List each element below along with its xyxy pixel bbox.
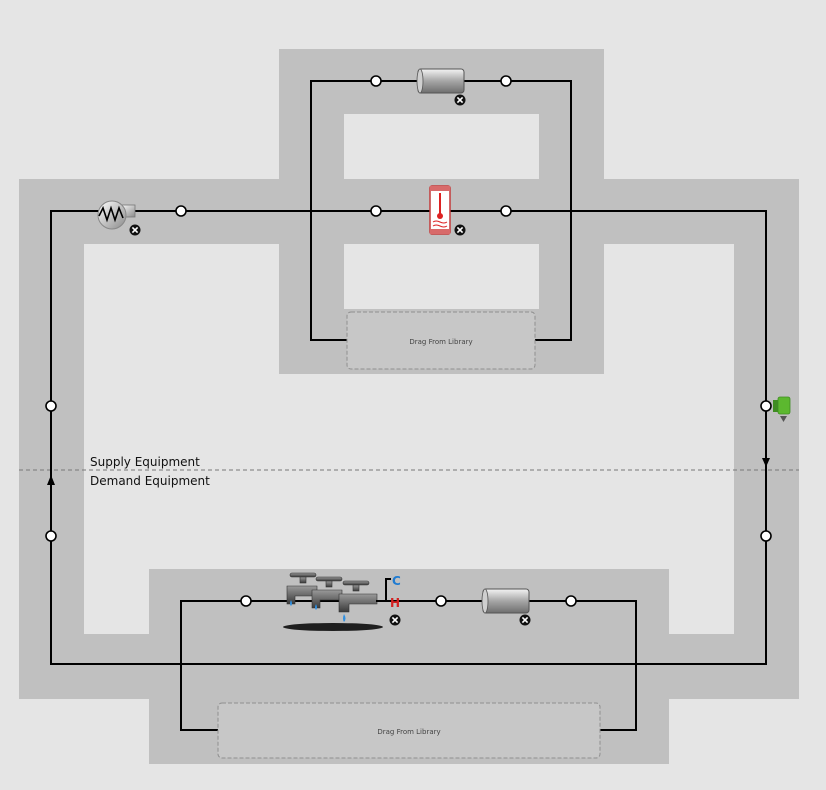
- svg-text:H: H: [390, 596, 400, 610]
- demand-bottom-band: [19, 634, 799, 699]
- node[interactable]: [370, 75, 382, 87]
- supply-drop-zone-label: Drag From Library: [409, 338, 472, 346]
- remove-water-heater-icon[interactable]: [453, 223, 467, 237]
- node[interactable]: [240, 595, 252, 607]
- demand-pipe-icon[interactable]: [481, 588, 530, 614]
- main-loop-pipe: [50, 210, 767, 665]
- demand-upper-branch-pipe: [180, 600, 637, 664]
- node[interactable]: [370, 205, 382, 217]
- demand-equipment-label: Demand Equipment: [90, 474, 210, 488]
- node[interactable]: [45, 530, 57, 542]
- remove-demand-pipe-icon[interactable]: [518, 613, 532, 627]
- nodes: [45, 75, 772, 607]
- cold-hot-connector-icon: C H: [376, 574, 401, 610]
- faucet-icon[interactable]: [283, 572, 383, 631]
- remove-supply-pipe-icon[interactable]: [453, 93, 467, 107]
- supply-equipment-label: Supply Equipment: [90, 455, 200, 469]
- setpoint-manager-icon[interactable]: [773, 396, 791, 422]
- svg-text:C: C: [392, 574, 401, 588]
- flow-down-arrow-icon: [762, 458, 770, 467]
- demand-drop-zone-label: Drag From Library: [377, 728, 440, 736]
- node[interactable]: [500, 75, 512, 87]
- demand-lower-right-pipe: [600, 664, 637, 731]
- supply-lower-left-pipe: [310, 211, 347, 341]
- node[interactable]: [500, 205, 512, 217]
- pump-icon[interactable]: [97, 200, 136, 230]
- node[interactable]: [435, 595, 447, 607]
- flow-up-arrow-icon: [47, 475, 55, 485]
- remove-pump-icon[interactable]: [128, 223, 142, 237]
- demand-drop-zone[interactable]: Drag From Library: [217, 702, 601, 759]
- node[interactable]: [175, 205, 187, 217]
- supply-pipe-icon[interactable]: [416, 68, 465, 94]
- supply-drop-zone[interactable]: Drag From Library: [346, 311, 536, 370]
- demand-lower-left-pipe: [180, 664, 218, 731]
- remove-water-use-icon[interactable]: [388, 613, 402, 627]
- node[interactable]: [760, 530, 772, 542]
- loop-bands: [19, 49, 799, 764]
- node[interactable]: [565, 595, 577, 607]
- node[interactable]: [760, 400, 772, 412]
- water-heater-icon[interactable]: [429, 185, 451, 235]
- node[interactable]: [45, 400, 57, 412]
- supply-lower-right-pipe: [535, 211, 572, 341]
